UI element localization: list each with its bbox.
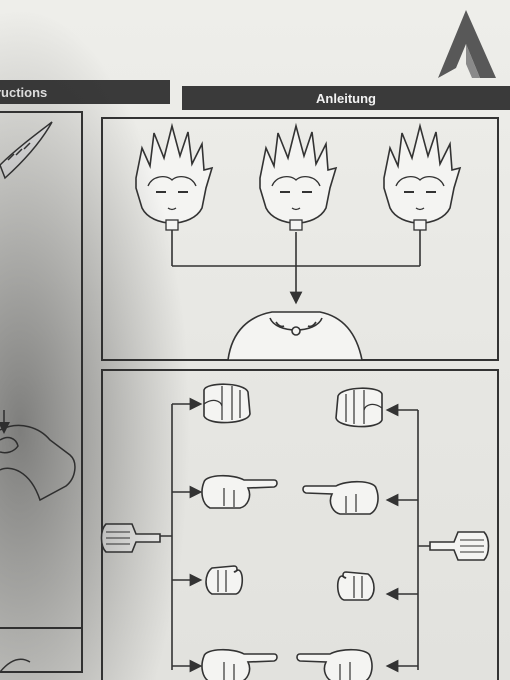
weapon-part-icon (0, 121, 53, 180)
left-relaxed-hand-icon (205, 565, 244, 595)
head-connector-lines (171, 230, 421, 305)
left-peg-icon (100, 523, 161, 553)
body-torso-icon (227, 311, 363, 361)
right-point-icon (302, 480, 379, 515)
left-point-icon (201, 474, 278, 509)
head-option-smile-icon (135, 125, 213, 231)
head-option-angry-icon (259, 125, 337, 231)
arm-part-icon (0, 410, 76, 502)
right-fist-icon (335, 387, 383, 428)
hand-connector-lines (142, 397, 448, 673)
left-open-hand-icon (201, 648, 278, 680)
right-relaxed-hand-icon (336, 571, 375, 601)
right-peg-icon (429, 531, 490, 561)
corner-sketch (0, 658, 31, 673)
hands-panel-frame (101, 369, 499, 680)
left-panel-frame (0, 111, 83, 673)
left-fist-icon (203, 383, 251, 424)
right-open-hand-icon (296, 648, 373, 680)
head-option-determined-icon (383, 125, 461, 231)
